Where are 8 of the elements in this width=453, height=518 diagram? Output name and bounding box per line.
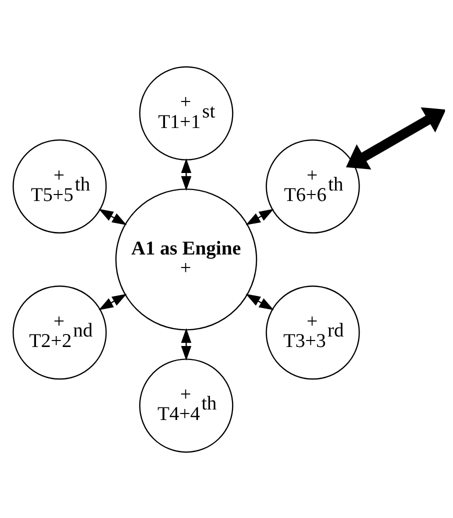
- arrow: [181, 328, 192, 360]
- arrow: [246, 293, 274, 310]
- node-circle: A1 as Engine +: [115, 188, 258, 330]
- arrow: [98, 208, 127, 225]
- arrow: [98, 293, 127, 310]
- arrow: [346, 106, 445, 169]
- arrow: [246, 208, 274, 225]
- arrow: [181, 158, 192, 190]
